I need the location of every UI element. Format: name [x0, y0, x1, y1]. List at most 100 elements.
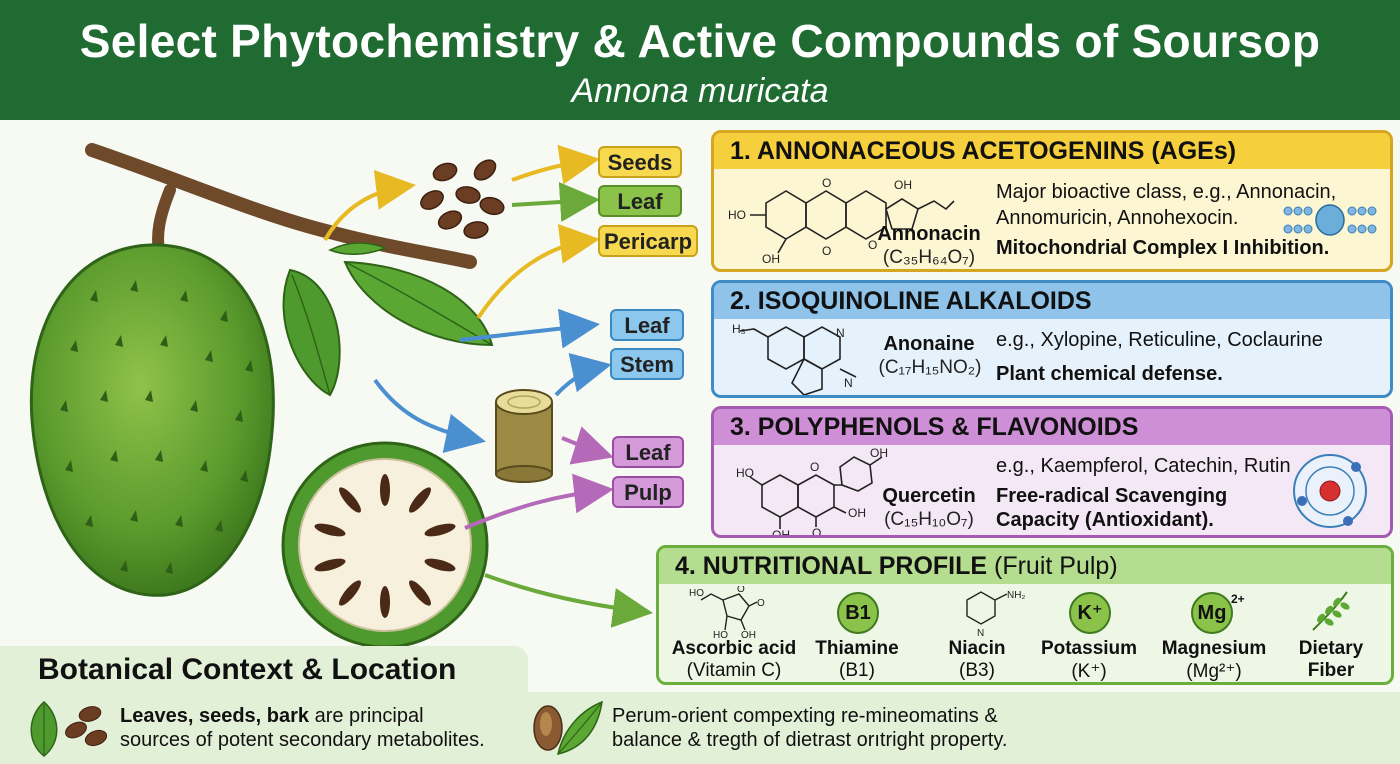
annonacin-structure: HO OH O O OH O	[728, 176, 955, 265]
compound-name-annonacin: Annonacin	[877, 223, 981, 245]
tag-leaf: Leaf	[598, 185, 682, 217]
panel-title-polyphenols: 3. POLYPHENOLS & FLAVONOIDS	[714, 409, 1390, 445]
botanical-context-title: Botanical Context & Location	[38, 653, 457, 686]
struct-label: O	[822, 244, 831, 258]
panel-title-alkaloids: 2. ISOQUINOLINE ALKALOIDS	[714, 283, 1390, 319]
botanical-text-rest: are principal	[309, 705, 424, 727]
polyphenols-effect: Free-radical Scavenging	[996, 485, 1228, 507]
stem-log-illustration	[495, 389, 553, 483]
struct-label: OH	[894, 178, 912, 192]
struct-label: O	[812, 526, 821, 537]
nutrient-name: Potassium	[1040, 638, 1138, 659]
nutrient-sub: (B3)	[959, 660, 995, 681]
niacin-structure: NH₂ N	[966, 590, 1025, 636]
potassium-badge: K⁺	[1069, 592, 1111, 634]
struct-label: H₃	[732, 322, 746, 336]
acetogenins-effect: Mitochondrial Complex I Inhibition.	[996, 237, 1330, 259]
acetogenins-description-2: Annomuricin, Annohexocin.	[996, 207, 1239, 229]
nutrient-dietary-fiber: Dietary Fiber	[1289, 638, 1373, 682]
magnesium-badge-charge: 2+	[1231, 592, 1245, 606]
struct-label: HO	[736, 466, 754, 480]
panel-nutrition: 4. NUTRITIONAL PROFILE (Fruit Pulp) HO H…	[656, 545, 1394, 685]
seeds-illustration	[420, 159, 505, 239]
panel-acetogenins: 1. ANNONACEOUS ACETOGENINS (AGEs) HO OH …	[711, 130, 1393, 272]
polyphenols-effect-2: Capacity (Antioxidant).	[996, 509, 1214, 531]
struct-label: OH	[848, 506, 866, 520]
nutrient-name: Niacin	[948, 638, 1006, 659]
seeds-icon	[65, 706, 108, 747]
struct-label: O	[822, 176, 831, 190]
nutrient-name: Ascorbic acid	[671, 638, 797, 659]
tag-pericarp: Pericarp	[598, 225, 698, 257]
compound-formula-annonacin: (C₃₅H₆₄O₇)	[882, 247, 976, 268]
struct-label: O	[868, 238, 877, 252]
struct-label: HO	[689, 588, 704, 599]
compound-formula-quercetin: (C₁₅H₁₀O₇)	[884, 509, 974, 530]
thiamine-badge: B1	[837, 592, 879, 634]
magnesium-badge: Mg	[1191, 592, 1233, 634]
polyphenols-description: e.g., Kaempferol, Catechin, Rutin	[996, 455, 1291, 477]
struct-label: OH	[870, 447, 888, 460]
nutrient-potassium: Potassium (K⁺)	[1037, 638, 1141, 682]
nutrient-magnesium: Magnesium (Mg²⁺)	[1157, 638, 1271, 682]
struct-label: O	[810, 460, 819, 474]
nutrient-sub: (Vitamin C)	[686, 660, 782, 681]
fiber-leaf-icon	[1312, 591, 1350, 631]
anonaine-structure: H₃ N N	[732, 322, 857, 395]
alkaloids-effect: Plant chemical defense.	[996, 363, 1223, 385]
page-title: Select Phytochemistry & Active Compounds…	[79, 15, 1321, 67]
panel-title-acetogenins: 1. ANNONACEOUS ACETOGENINS (AGEs)	[714, 133, 1390, 169]
struct-label: O	[737, 586, 745, 595]
botanical-text-line2: sources of potent secondary metabolites.	[120, 729, 485, 751]
panel-polyphenols: 3. POLYPHENOLS & FLAVONOIDS OH HO O OH O…	[711, 406, 1393, 538]
plant-illustration	[29, 143, 653, 649]
atom-icon	[1293, 454, 1367, 528]
nutrient-sub: Fiber	[1307, 660, 1355, 681]
panel-title-nutrition: 4. NUTRITIONAL PROFILE (Fruit Pulp)	[659, 548, 1391, 584]
struct-label: O	[757, 598, 765, 609]
nutrient-ascorbic-acid: Ascorbic acid (Vitamin C)	[669, 638, 799, 682]
branch	[85, 143, 477, 269]
ascorbic-acid-structure: HO HO OH O O	[689, 586, 765, 638]
seed-leaf-icon	[533, 700, 603, 756]
nutrient-thiamine: Thiamine (B1)	[809, 638, 905, 682]
tag-seeds: Seeds	[598, 146, 682, 178]
botanical-text-2: Perum-orient compexting re-mineomatins &…	[612, 704, 1007, 752]
fruit-cross-section	[281, 441, 489, 649]
nutrient-sub: (K⁺)	[1071, 661, 1107, 682]
alkaloids-description: e.g., Xylopine, Reticuline, Coclaurine	[996, 329, 1323, 351]
botanical-text-1: Leaves, seeds, bark are principal source…	[120, 704, 485, 752]
struct-label: N	[977, 628, 984, 636]
page-subtitle: Annona muricata	[571, 72, 829, 110]
compound-formula-anonaine: (C₁₇H₁₅NO₂)	[878, 357, 982, 378]
nutrient-name: Magnesium	[1161, 638, 1267, 659]
nutrition-title-normal: (Fruit Pulp)	[987, 552, 1118, 580]
botanical-text-bold: Leaves, seeds, bark	[120, 705, 310, 727]
botanical-context-header: Botanical Context & Location	[0, 646, 528, 692]
struct-label: OH	[772, 528, 790, 537]
tag-leaf-purple: Leaf	[612, 436, 684, 468]
tag-leaf-blue: Leaf	[610, 309, 684, 341]
struct-label: NH₂	[1007, 590, 1025, 601]
membrane-icon	[1283, 204, 1377, 236]
nutrition-title-bold: 4. NUTRITIONAL PROFILE	[675, 552, 988, 580]
compound-name-quercetin: Quercetin	[882, 485, 976, 507]
nutrient-sub: (Mg²⁺)	[1186, 661, 1242, 682]
botanical-context-section: Leaves, seeds, bark are principal source…	[0, 692, 1400, 764]
botanical-text-2-line1: Perum-orient compexting re-mineomatins &	[612, 705, 998, 727]
nutrient-name: Dietary	[1298, 638, 1364, 659]
nutrient-name: Thiamine	[815, 638, 899, 659]
struct-label: HO	[728, 208, 746, 222]
quercetin-structure: OH HO O OH OH O	[736, 447, 888, 537]
acetogenins-description: Major bioactive class, e.g., Annonacin,	[996, 181, 1337, 203]
panel-alkaloids: 2. ISOQUINOLINE ALKALOIDS H₃ N N Anonain…	[711, 280, 1393, 398]
struct-label: N	[836, 326, 845, 340]
soursop-fruit	[29, 243, 275, 597]
magnesium-badge-symbol: Mg	[1197, 602, 1227, 624]
tag-stem: Stem	[610, 348, 684, 380]
struct-label: OH	[762, 252, 780, 265]
compound-name-anonaine: Anonaine	[883, 333, 975, 355]
tag-pulp: Pulp	[612, 476, 684, 508]
botanical-text-2-line2: balance & tregth of dietrast orıtright p…	[612, 729, 1008, 751]
struct-label: N	[844, 376, 853, 390]
